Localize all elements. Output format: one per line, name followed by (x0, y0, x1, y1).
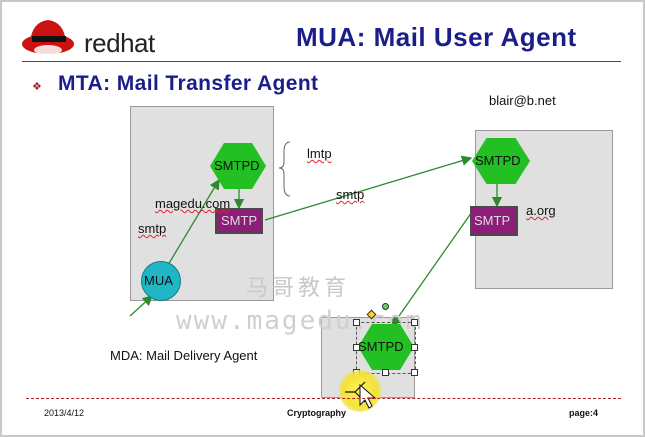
resize-handle-mr[interactable] (411, 344, 418, 351)
recipient-host-label: a.org (526, 203, 556, 218)
smtp-left-protocol-label: smtp (138, 221, 167, 236)
smtpd-left-label: SMTPD (214, 158, 260, 173)
resize-handle-br[interactable] (411, 369, 418, 376)
title-divider (22, 61, 621, 62)
footer-course: Cryptography (287, 408, 347, 418)
footer-page: page:4 (569, 408, 598, 418)
smtp-node-right[interactable] (470, 206, 518, 236)
resize-handle-ml[interactable] (353, 344, 360, 351)
user-to-mua-arrow (129, 295, 153, 317)
mua-to-smtpd-arrow (167, 178, 220, 266)
sender-host-label: magedu.com (155, 196, 231, 211)
smtp-right-label: SMTP (474, 213, 511, 228)
smtpd-right-label: SMTPD (475, 153, 521, 168)
diamond-bullet-icon: ❖ (32, 81, 42, 93)
footer-page-label: page: (569, 408, 594, 418)
smtpd-node-bottom[interactable] (358, 324, 414, 370)
footer-divider (26, 398, 621, 399)
slide-title: MUA: Mail User Agent (296, 22, 577, 52)
footer-date: 2013/4/12 (44, 408, 85, 418)
resize-handle-tl[interactable] (353, 319, 360, 326)
smtp-to-remote-smtpd-arrow (264, 155, 473, 221)
shadowman-hat-icon (22, 20, 74, 55)
footer-page-number: 4 (593, 408, 599, 418)
redhat-logo: redhat (20, 14, 190, 62)
smtp-left-label: SMTP (221, 213, 258, 228)
brand-name: redhat (84, 28, 155, 58)
lmtp-label: lmtp (307, 146, 332, 161)
recipient-address: blair@b.net (489, 93, 556, 108)
mua-label: MUA (144, 273, 173, 288)
mua-node[interactable] (141, 261, 181, 301)
resize-handle-tr[interactable] (411, 319, 418, 326)
smtp-node-left[interactable] (215, 208, 263, 234)
lmtp-brace (278, 141, 291, 197)
slide-subtitle: MTA: Mail Transfer Agent (58, 72, 319, 95)
rotate-handle[interactable] (382, 303, 389, 310)
resize-handle-bm[interactable] (382, 369, 389, 376)
smtp-top-protocol-label: smtp (336, 187, 365, 202)
smtpd-bottom-label: SMTPD (358, 339, 404, 354)
mda-label: MDA: Mail Delivery Agent (110, 348, 258, 363)
smtp-to-bottom-smtpd-arrow (391, 208, 475, 328)
watermark-cn: 马哥教育 (246, 275, 351, 300)
